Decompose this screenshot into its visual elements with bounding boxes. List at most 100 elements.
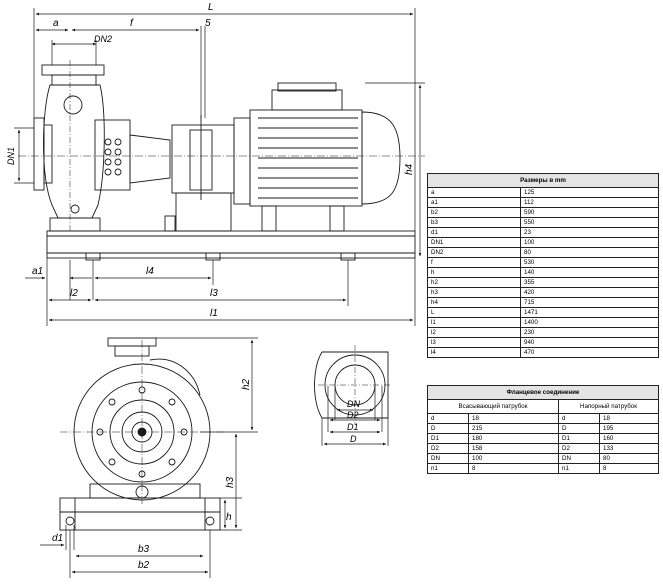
flange-value: 195 <box>599 423 659 434</box>
motor <box>233 82 401 232</box>
dimension-key: h4 <box>427 297 521 308</box>
label-h: h <box>226 512 232 523</box>
dimension-value: 530 <box>520 257 659 268</box>
dimension-key: l3 <box>427 337 521 348</box>
dimension-value: 140 <box>520 267 659 278</box>
label-D1: D1 <box>347 422 359 432</box>
label-b3: b3 <box>138 544 150 555</box>
flange-detail <box>314 345 392 446</box>
flange-key: d <box>558 413 600 424</box>
flange-table: Фланцевое соединение Всасывающий патрубо… <box>427 385 659 474</box>
dimension-value: 100 <box>520 237 659 248</box>
dimension-key: l2 <box>427 327 521 338</box>
flange-table-body: Всасывающий патрубок Напорный патрубок d… <box>427 399 659 474</box>
label-l4: l4 <box>146 266 154 277</box>
flange-key: n1 <box>558 463 600 474</box>
bearing-bracket <box>94 119 176 232</box>
dimension-key: l4 <box>427 347 521 358</box>
dimension-key: DN1 <box>427 237 521 248</box>
dimension-key: h2 <box>427 277 521 288</box>
label-D: D <box>350 434 357 444</box>
flange-key: D <box>427 423 469 434</box>
flange-value: 160 <box>599 433 659 444</box>
label-l2: l2 <box>70 288 78 299</box>
label-l1: l1 <box>210 308 218 319</box>
label-L: L <box>208 2 214 13</box>
label-DN2: DN2 <box>94 34 112 44</box>
side-view <box>14 8 425 326</box>
front-base-frame <box>59 497 221 531</box>
dimension-value: 1400 <box>520 317 659 328</box>
label-D2: D2 <box>347 410 359 420</box>
label-h3: h3 <box>225 476 236 488</box>
flange-value: 80 <box>599 453 659 464</box>
coupling-guard <box>171 115 235 232</box>
dimension-value: 112 <box>520 197 659 208</box>
dimension-key: b2 <box>427 207 521 218</box>
dimension-value: 80 <box>520 247 659 258</box>
flange-key: D1 <box>427 433 469 444</box>
suction-label: Всасывающий патрубок <box>427 399 559 414</box>
discharge-label: Напорный патрубок <box>558 399 659 414</box>
side-dimensions <box>14 8 425 326</box>
dimension-key: a1 <box>427 197 521 208</box>
dimension-key: L <box>427 307 521 318</box>
dimension-key: h <box>427 267 521 278</box>
flange-key: D1 <box>558 433 600 444</box>
label-DN1: DN1 <box>6 147 16 165</box>
flange-key: n1 <box>427 463 469 474</box>
dimension-value: 230 <box>520 327 659 338</box>
dimension-value: 1471 <box>520 307 659 318</box>
dimension-key: l1 <box>427 317 521 328</box>
label-DN: DN <box>347 399 360 409</box>
label-l3: l3 <box>210 288 218 299</box>
flange-value: 180 <box>468 433 559 444</box>
flange-key: D2 <box>427 443 469 454</box>
dimension-value: 470 <box>520 347 659 358</box>
flange-key: DN <box>427 453 469 464</box>
base-frame <box>46 230 416 259</box>
dimension-value: 590 <box>520 207 659 218</box>
flange-value: 133 <box>599 443 659 454</box>
flange-value: 215 <box>468 423 559 434</box>
dimension-value: 420 <box>520 287 659 298</box>
label-d1: d1 <box>52 533 63 544</box>
dimension-value: 715 <box>520 297 659 308</box>
flange-key: d <box>427 413 469 424</box>
label-b2: b2 <box>138 560 150 571</box>
pump-casing <box>33 60 105 232</box>
flange-key: D <box>558 423 600 434</box>
dimension-key: a <box>427 187 521 198</box>
label-f: f <box>130 18 134 29</box>
flange-key: D2 <box>558 443 600 454</box>
flange-key: DN <box>558 453 600 464</box>
label-5: 5 <box>205 18 211 29</box>
dimension-value: 23 <box>520 227 659 238</box>
dimension-key: b3 <box>427 217 521 228</box>
flange-value: 8 <box>599 463 659 474</box>
label-h4: h4 <box>404 163 415 175</box>
flange-value: 100 <box>468 453 559 464</box>
label-a1: a1 <box>32 266 43 277</box>
dimension-value: 940 <box>520 337 659 348</box>
dimension-key: d1 <box>427 227 521 238</box>
